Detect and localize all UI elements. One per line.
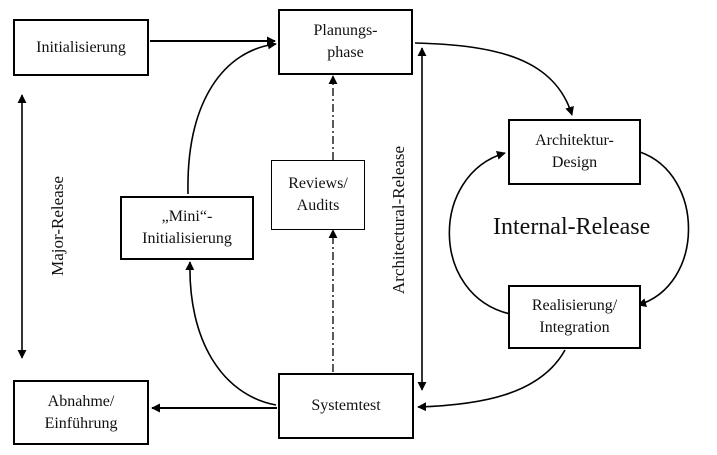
label-internal-release: Internal-Release <box>493 214 651 240</box>
node-architektur-design: Architektur- Design <box>508 119 641 185</box>
node-abnahme-einfuehrung: Abnahme/ Einführung <box>13 380 149 445</box>
label-major-release: Major-Release <box>48 176 67 276</box>
node-realisierung-integration: Realisierung/ Integration <box>508 285 641 349</box>
arrow-planungsphase-to-architektur <box>414 42 574 116</box>
node-planungsphase: Planungs- phase <box>278 9 413 75</box>
arrow-realisierung-to-architektur <box>448 150 511 315</box>
arrow-systemtest-to-mini <box>185 261 277 406</box>
node-systemtest: Systemtest <box>278 373 414 439</box>
arrow-mini-to-planungsphase <box>187 40 277 195</box>
node-mini-initialisierung: „Mini“- Initialisierung <box>120 196 254 260</box>
label-architectural-release: Architectural-Release <box>389 145 408 295</box>
arrow-realisierung-to-systemtest <box>417 349 566 412</box>
node-reviews-audits: Reviews/ Audits <box>271 160 365 230</box>
arrow-architektur-to-realisierung <box>637 151 690 307</box>
node-initialisierung: Initialisierung <box>13 19 149 76</box>
